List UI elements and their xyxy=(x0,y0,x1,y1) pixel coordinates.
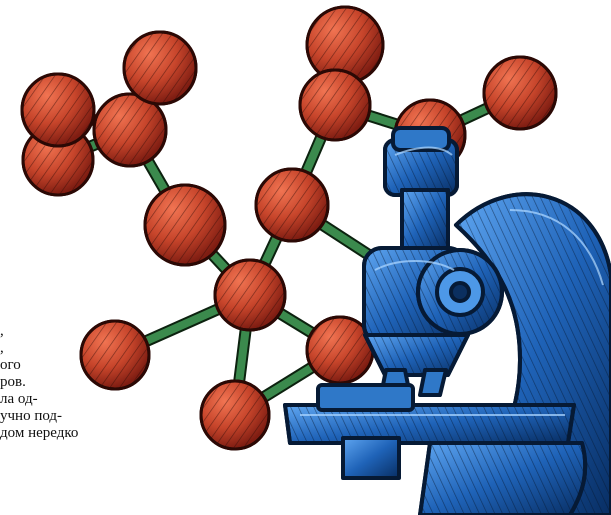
text-line: , xyxy=(0,340,4,356)
text-line: ров. xyxy=(0,374,26,390)
text-line: учно под- xyxy=(0,408,63,424)
text-line: ого xyxy=(0,357,21,373)
text-line: дом нередко xyxy=(0,425,79,441)
microscope xyxy=(283,126,611,515)
text-line: , xyxy=(0,323,4,339)
text-line: ла од- xyxy=(0,391,38,407)
microscope-highlights xyxy=(300,146,604,416)
cropped-text-fragment: , , ого ров. ла од- учно под- дом нередк… xyxy=(0,317,200,515)
